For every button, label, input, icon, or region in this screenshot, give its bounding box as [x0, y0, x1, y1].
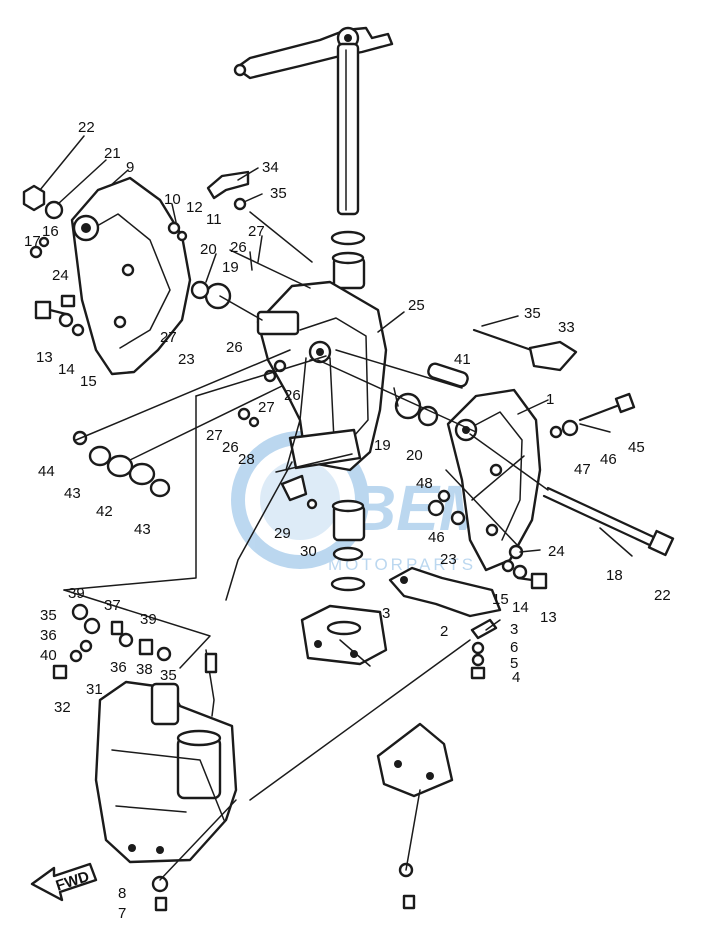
part-number-label-28: 28	[238, 451, 255, 468]
part-number-label-48: 48	[416, 475, 433, 492]
part-number-label-22-2: 22	[654, 587, 671, 604]
part-number-label-3-2: 3	[510, 621, 518, 638]
part-number-label-27-1: 27	[248, 223, 265, 240]
part-number-label-5: 5	[510, 655, 518, 672]
lower-mount	[300, 604, 388, 666]
part-number-label-46-2: 46	[428, 529, 445, 546]
part-number-label-2: 2	[440, 623, 448, 640]
part-number-label-41: 41	[454, 351, 471, 368]
part-number-label-43-2: 43	[134, 521, 151, 538]
part-number-label-26-2: 26	[226, 339, 243, 356]
part-number-label-35-3: 35	[40, 607, 57, 624]
part-number-label-11: 11	[206, 211, 222, 228]
part-number-label-19-2: 19	[374, 437, 391, 454]
part-number-label-29: 29	[274, 525, 291, 542]
part-number-label-23-2: 23	[440, 551, 457, 568]
part-number-label-20-1: 20	[200, 241, 217, 258]
part-number-label-27-3: 27	[258, 399, 275, 416]
part-number-label-36-1: 36	[40, 627, 57, 644]
part-number-label-42: 42	[96, 503, 113, 520]
part-number-label-14-2: 14	[512, 599, 529, 616]
part-number-label-24-1: 24	[52, 267, 69, 284]
part-number-label-20-2: 20	[406, 447, 423, 464]
part-number-label-7: 7	[118, 905, 126, 922]
part-number-label-31: 31	[86, 681, 103, 698]
part-number-label-13-1: 13	[36, 349, 53, 366]
part-number-label-43-1: 43	[64, 485, 81, 502]
part-number-label-37: 37	[104, 597, 121, 614]
part-number-label-26-1: 26	[230, 239, 247, 256]
part-number-label-1: 1	[546, 391, 554, 408]
part-number-label-21: 21	[104, 145, 121, 162]
part-number-label-23-1: 23	[178, 351, 195, 368]
steering-arm	[233, 26, 394, 80]
part-number-label-26-3: 26	[284, 387, 301, 404]
part-number-label-27-4: 27	[206, 427, 223, 444]
tilt-stop-lever	[388, 566, 502, 618]
part-number-label-36-2: 36	[110, 659, 127, 676]
part-number-label-17: 17	[24, 233, 41, 250]
anode-plate	[376, 722, 454, 798]
part-number-label-33: 33	[558, 319, 575, 336]
part-number-label-35-2: 35	[524, 305, 541, 322]
part-number-labels: 1233456789101112131314141515161718191920…	[24, 119, 671, 922]
spacers-42-44	[72, 430, 171, 498]
part-number-label-30: 30	[300, 543, 317, 560]
part-number-label-15-2: 15	[492, 591, 509, 608]
part-number-label-35-1: 35	[270, 185, 287, 202]
part-number-label-4: 4	[512, 669, 520, 686]
part-number-label-47: 47	[574, 461, 591, 478]
part-number-label-15-1: 15	[80, 373, 97, 390]
part-number-label-13-2: 13	[540, 609, 557, 626]
part-number-label-38: 38	[136, 661, 153, 678]
part-number-label-6: 6	[510, 639, 518, 656]
guide-lines	[63, 211, 549, 881]
through-bolt	[542, 486, 675, 557]
part-number-label-32: 32	[54, 699, 71, 716]
part-number-label-12: 12	[186, 199, 203, 216]
part-number-label-3-1: 3	[382, 605, 390, 622]
part-number-label-27-2: 27	[160, 329, 177, 346]
part-number-label-45: 45	[628, 439, 645, 456]
part-number-label-19-1: 19	[222, 259, 239, 276]
part-number-label-35-4: 35	[160, 667, 177, 684]
steering-shaft	[336, 42, 360, 216]
lower-left-hardware	[52, 603, 416, 912]
watermark-subtitle: MOTORPARTS	[328, 555, 476, 574]
part-number-label-46-1: 46	[600, 451, 617, 468]
leader-lines	[39, 135, 633, 631]
part-number-label-22-1: 22	[78, 119, 95, 136]
part-number-label-18: 18	[606, 567, 623, 584]
small-parts-center	[237, 359, 466, 526]
left-hardware	[22, 184, 188, 337]
part-number-label-40: 40	[40, 647, 57, 664]
rod-33	[472, 328, 578, 372]
fwd-label: FWD	[54, 868, 92, 895]
clamp-bracket-left	[70, 176, 192, 376]
part-number-label-26-4: 26	[222, 439, 239, 456]
part-number-label-8: 8	[118, 885, 126, 902]
part-number-label-16: 16	[42, 223, 59, 240]
part-number-label-44: 44	[38, 463, 55, 480]
part-number-label-24-2: 24	[548, 543, 565, 560]
bolt-45	[549, 392, 636, 439]
bracket-34	[206, 170, 250, 211]
pin-41	[427, 362, 469, 388]
part-number-label-14-1: 14	[58, 361, 75, 378]
part-number-label-10: 10	[164, 191, 181, 208]
fwd-arrow: FWD	[30, 862, 98, 902]
part-number-label-34: 34	[262, 159, 279, 176]
right-hardware	[470, 544, 548, 680]
part-number-label-25: 25	[408, 297, 425, 314]
part-number-label-39-1: 39	[68, 585, 85, 602]
part-number-label-9: 9	[126, 159, 134, 176]
part-number-label-39-2: 39	[140, 611, 157, 628]
